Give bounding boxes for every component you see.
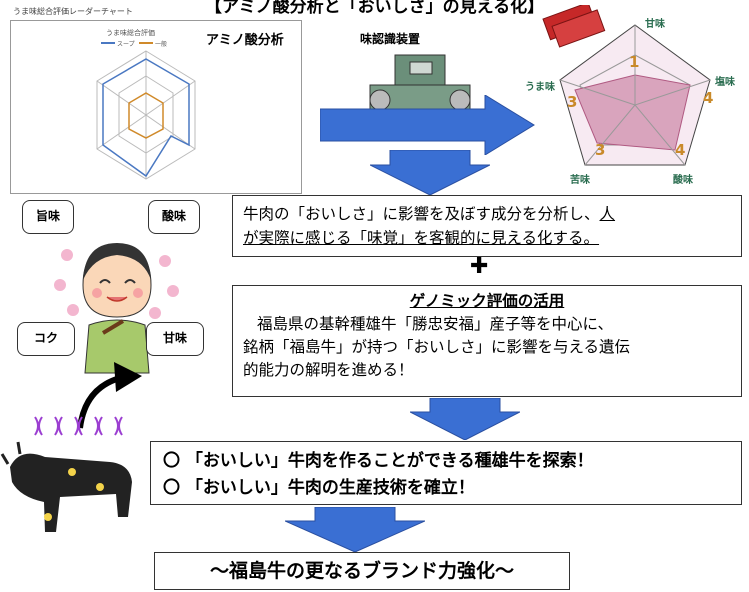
- radar-value-salty: 4: [703, 89, 713, 107]
- radar-grid: [96, 50, 196, 180]
- page-title: 【アミノ酸分析と「おいしさ」の見える化】: [204, 0, 545, 17]
- star-icon: [96, 483, 104, 491]
- genomic-body-2: 銘柄「福島牛」が持つ「おいしさ」に影響を与える遺伝: [243, 338, 631, 356]
- star-icon: [68, 468, 76, 476]
- series-1-line: [102, 58, 190, 178]
- flower-icon: [159, 255, 171, 267]
- goal-item-2: 〇 「おいしい」牛肉の生産技術を確立！: [163, 478, 475, 498]
- text1-line1-underlined: 人: [599, 205, 616, 223]
- analysis-description: 牛肉の「おいしさ」に影響を及ぼす成分を分析し、人 が実際に感じる「味覚」を客観的…: [232, 195, 742, 257]
- radar-value-bitter: 3: [595, 141, 605, 159]
- radar-value-umami: 3: [567, 93, 577, 111]
- flower-icon: [54, 279, 66, 291]
- legend-label-1: スープ: [117, 41, 135, 48]
- text1-line2: が実際に感じる「味覚」を客観的に見える化する。: [243, 229, 600, 247]
- genomic-evaluation-box: ゲノミック評価の活用 福島県の基幹種雄牛「勝忠安福」産子等を中心に、 銘柄「福島…: [232, 285, 742, 397]
- plus-icon: ✚: [470, 254, 489, 279]
- bubble-sour: 酸味: [148, 200, 200, 234]
- arrow-down-1: [370, 150, 490, 195]
- star-icon: [44, 513, 52, 521]
- radar-label-sweet: 甘味: [645, 17, 665, 30]
- meat-icon: [542, 5, 606, 48]
- dna-icons: [34, 416, 123, 436]
- brand-strengthening-box: ～福島牛の更なるブランド力強化～: [154, 552, 570, 590]
- arrow-down-2: [410, 398, 520, 440]
- radar-value-sour: 4: [675, 141, 685, 159]
- genomic-heading: ゲノミック評価の活用: [409, 292, 565, 310]
- chart-inner-title: うま味総合評価: [106, 28, 155, 37]
- radar-label-umami: うま味: [525, 80, 555, 93]
- goal-item-1: 〇 「おいしい」牛肉を作ることができる種雄牛を探索！: [163, 451, 594, 471]
- series-2-line: [128, 92, 164, 139]
- flower-icon: [61, 249, 73, 261]
- taste-radar-chart: 甘味 塩味 酸味 苦味 うま味 1 4 4 3 3: [525, 5, 735, 186]
- amino-analysis-label: アミノ酸分析: [206, 33, 284, 48]
- amino-acid-chart-panel: うま味総合評価レーダーチャート うま味総合評価 スープ 一般 アミノ酸分析: [10, 7, 302, 194]
- arrow-right: [320, 95, 535, 155]
- genomic-body-1: 福島県の基幹種雄牛「勝忠安福」産子等を中心に、: [257, 315, 614, 333]
- radar-label-sour: 酸味: [673, 173, 693, 186]
- text1-line1: 牛肉の「おいしさ」に影響を及ぼす成分を分析し、: [243, 205, 600, 223]
- bubble-umami: 旨味: [22, 200, 74, 234]
- person-illustration: [54, 243, 179, 374]
- cow-illustration: [0, 441, 132, 532]
- goals-box: 〇 「おいしい」牛肉を作ることができる種雄牛を探索！ 〇 「おいしい」牛肉の生産…: [150, 441, 742, 505]
- amino-radar-chart: うま味総合評価 スープ 一般: [96, 28, 196, 180]
- radar-value-sweet: 1: [629, 53, 639, 71]
- chart-caption: うま味総合評価レーダーチャート: [13, 7, 133, 16]
- radar-label-salty: 塩味: [715, 75, 735, 88]
- bubble-koku: コク: [17, 322, 75, 356]
- genomic-body-3: 的能力の解明を進める！: [243, 361, 414, 379]
- flower-icon: [149, 307, 161, 319]
- flower-icon: [67, 304, 79, 316]
- bubble-sweet: 甘味: [146, 322, 204, 356]
- curved-arrow: [77, 362, 142, 429]
- taste-device-label: 味認識装置: [360, 32, 421, 46]
- radar-label-bitter: 苦味: [570, 173, 590, 186]
- flower-icon: [167, 285, 179, 297]
- legend-label-2: 一般: [155, 40, 167, 48]
- arrow-down-3: [285, 507, 425, 552]
